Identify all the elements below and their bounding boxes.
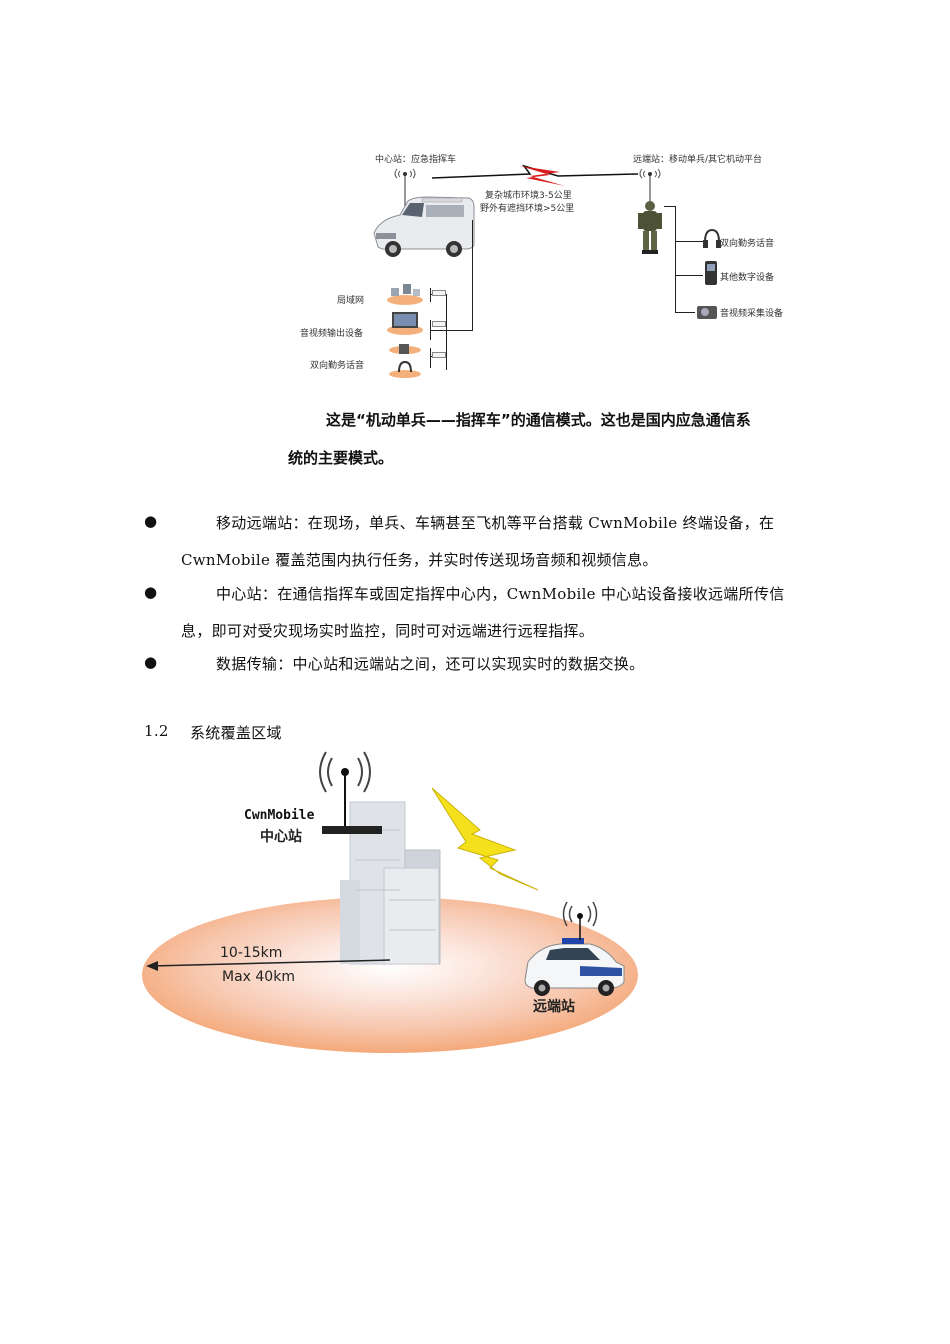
antenna-icon <box>639 168 661 206</box>
device-label-voice: 双向勤务话音 <box>310 361 365 371</box>
headset-icon <box>703 228 721 248</box>
coverage-illustration <box>142 751 638 1053</box>
figure-caption-line1: 这是“机动单兵——指挥车”的通信模式。这也是国内应急通信系 <box>326 411 751 429</box>
headset-icon <box>389 344 421 378</box>
device-label-av-output: 音视频输出设备 <box>300 329 364 339</box>
antenna-icon <box>394 168 416 206</box>
range-text-urban: 复杂城市环境3-5公里 <box>485 191 572 201</box>
device-label-voice: 双向勤务话音 <box>720 239 775 249</box>
lan-icon <box>387 284 423 305</box>
bullet-central-station: 中心站：在通信指挥车或固定指挥中心内，CwnMobile 中心站设备接收远端所传… <box>216 585 785 603</box>
remote-station-label: 远端站 <box>533 999 575 1015</box>
central-station-label: 中心站：应急指挥车 <box>375 155 457 165</box>
range-text-field: 野外有遮挡环境>5公里 <box>480 204 575 214</box>
bullet-remote-station: 移动远端站：在现场，单兵、车辆甚至飞机等平台搭载 CwnMobile 终端设备，… <box>216 514 775 532</box>
monitor-icon <box>387 312 423 335</box>
bullet-dot: ● <box>144 583 158 601</box>
device-label-digital: 其他数字设备 <box>720 273 775 283</box>
bullet-dot: ● <box>144 512 158 530</box>
camera-icon <box>697 306 717 319</box>
wireless-link-icon <box>431 164 639 186</box>
range-label-typical: 10-15km <box>220 945 283 961</box>
device-label-av-capture: 音视频采集设备 <box>720 309 784 319</box>
central-station-label: 中心站 <box>260 829 302 845</box>
bullet-data-transfer: 数据传输：中心站和远端站之间，还可以实现实时的数据交换。 <box>216 655 645 673</box>
command-van-icon <box>373 196 475 257</box>
soldier-icon <box>638 201 662 254</box>
remote-station-label: 远端站：移动单兵/其它机动平台 <box>633 155 763 165</box>
bullet-central-station-cont: 息，即可对受灾现场实时监控，同时可对远端进行远程指挥。 <box>181 622 595 640</box>
bullet-dot: ● <box>144 653 158 671</box>
section-title: 系统覆盖区域 <box>190 724 282 742</box>
police-car-icon <box>524 938 625 996</box>
section-number: 1.2 <box>144 722 169 740</box>
coverage-area-diagram: CwnMobile 中心站 10-15km Max 40km 远端站 <box>140 750 650 1060</box>
device-label-lan: 局域网 <box>337 296 365 306</box>
communication-mode-diagram: 中心站：应急指挥车 远端站：移动单兵/其它机动平台 复杂城市环境3-5公里 野外… <box>290 140 810 390</box>
brand-label: CwnMobile <box>244 808 315 823</box>
bullet-remote-station-cont: CwnMobile 覆盖范围内执行任务，并实时传送现场音频和视频信息。 <box>181 551 658 569</box>
figure-caption-line2: 统的主要模式。 <box>288 449 394 467</box>
range-label-max: Max 40km <box>222 969 295 985</box>
phone-icon <box>705 261 717 285</box>
